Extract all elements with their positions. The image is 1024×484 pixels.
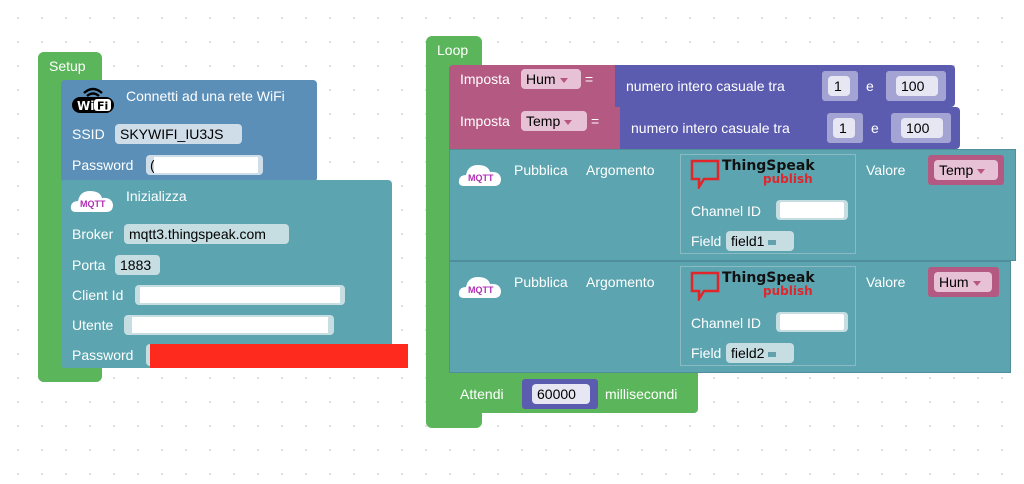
thingspeak-title-2: ThingSpeak	[722, 270, 815, 286]
user-input[interactable]	[124, 315, 334, 335]
wifi-password-input[interactable]: (	[146, 155, 263, 175]
wifi-title: Connetti ad una rete WiFi	[126, 88, 285, 104]
publish1-argument-label: Argomento	[586, 162, 655, 178]
mqtt-cloud-icon: MQTT	[70, 186, 114, 212]
setup-foot	[38, 368, 102, 382]
mqtt-password-label: Password	[72, 347, 134, 363]
mqtt-cloud-icon: MQTT	[458, 272, 502, 298]
setup-hat	[38, 52, 94, 82]
random-temp-min-input[interactable]: 1	[833, 118, 855, 138]
mqtt-init-title: Inizializza	[126, 188, 187, 204]
wait-number-input[interactable]: 60000	[532, 384, 590, 404]
ssid-input[interactable]: SKYWIFI_IU3JS	[115, 124, 242, 144]
random-hum-and: e	[866, 78, 874, 94]
client-id-input[interactable]	[135, 285, 345, 305]
field-label-2: Field	[691, 345, 722, 361]
chevron-down-icon	[564, 119, 573, 125]
field-value-2: field2	[731, 345, 765, 361]
port-input[interactable]: 1883	[115, 255, 160, 275]
thingspeak-sub-2: publish	[763, 284, 813, 298]
value-var-2: Hum	[939, 274, 969, 290]
random-temp-label: numero intero casuale tra	[631, 120, 790, 136]
channel-id-label-1: Channel ID	[691, 203, 762, 219]
svg-text:Fi: Fi	[97, 100, 108, 113]
wifi-password-value: (	[150, 157, 155, 173]
wifi-password-label: Password	[72, 157, 134, 173]
wifi-password-redaction	[154, 157, 258, 173]
client-id-redaction	[140, 287, 340, 303]
channel-id-input-1[interactable]	[776, 200, 848, 220]
publish2-label: Pubblica	[514, 274, 568, 290]
thingspeak-title-1: ThingSpeak	[722, 158, 815, 174]
set-hum-equals: =	[585, 71, 594, 87]
set-temp-variable-dropdown[interactable]: Temp	[521, 111, 587, 131]
channel-id-redaction-2	[780, 314, 844, 330]
mqtt-icon-text: MQTT	[468, 173, 494, 183]
set-hum-variable: Hum	[526, 71, 556, 87]
field-dropdown-1[interactable]: field1	[726, 231, 794, 251]
mqtt-password-input[interactable]	[146, 344, 408, 368]
chevron-down-icon	[768, 351, 777, 357]
random-hum-label: numero intero casuale tra	[626, 78, 785, 94]
set-temp-equals: =	[591, 113, 600, 129]
ssid-label: SSID	[72, 126, 105, 142]
field-label-1: Field	[691, 233, 722, 249]
channel-id-redaction-1	[780, 202, 844, 218]
random-temp-max-input[interactable]: 100	[901, 118, 943, 138]
chevron-down-icon	[972, 280, 981, 286]
setup-label: Setup	[49, 58, 86, 74]
mqtt-password-redaction	[150, 344, 408, 368]
user-redaction	[132, 317, 328, 333]
publish1-label: Pubblica	[514, 162, 568, 178]
set-temp-label: Imposta	[460, 113, 510, 129]
publish2-argument-label: Argomento	[586, 274, 655, 290]
publish1-value-label: Valore	[866, 162, 906, 178]
value-dropdown-hum[interactable]: Hum	[934, 272, 992, 292]
broker-input[interactable]: mqtt3.thingspeak.com	[124, 224, 289, 244]
random-hum-max-input[interactable]: 100	[896, 76, 938, 96]
broker-label: Broker	[72, 226, 114, 242]
value-var-1: Temp	[939, 162, 974, 178]
thingspeak-logo-icon	[690, 159, 720, 192]
random-temp-and: e	[871, 120, 879, 136]
chevron-down-icon	[977, 168, 986, 174]
value-dropdown-temp[interactable]: Temp	[934, 160, 998, 180]
set-hum-label: Imposta	[460, 71, 510, 87]
client-id-label: Client Id	[72, 287, 124, 303]
field-dropdown-2[interactable]: field2	[726, 343, 794, 363]
channel-id-input-2[interactable]	[776, 312, 848, 332]
loop-label: Loop	[437, 42, 469, 58]
mqtt-cloud-icon: MQTT	[458, 160, 502, 186]
set-temp-variable: Temp	[526, 113, 561, 129]
channel-id-label-2: Channel ID	[691, 315, 762, 331]
chevron-down-icon	[559, 77, 568, 83]
wifi-icon: Wi Fi	[70, 84, 116, 114]
random-hum-min-input[interactable]: 1	[828, 76, 850, 96]
wait-unit-label: millisecondi	[605, 386, 678, 402]
wait-label: Attendi	[460, 386, 504, 402]
set-hum-variable-dropdown[interactable]: Hum	[521, 69, 581, 89]
publish2-value-label: Valore	[866, 274, 906, 290]
field-value-1: field1	[731, 233, 765, 249]
svg-text:Wi: Wi	[77, 99, 94, 113]
thingspeak-sub-1: publish	[763, 172, 813, 186]
user-label: Utente	[72, 317, 114, 333]
mqtt-icon-text: MQTT	[80, 199, 106, 209]
port-label: Porta	[72, 257, 106, 273]
mqtt-icon-text: MQTT	[468, 285, 494, 295]
thingspeak-logo-icon	[690, 271, 720, 304]
chevron-down-icon	[768, 239, 777, 245]
